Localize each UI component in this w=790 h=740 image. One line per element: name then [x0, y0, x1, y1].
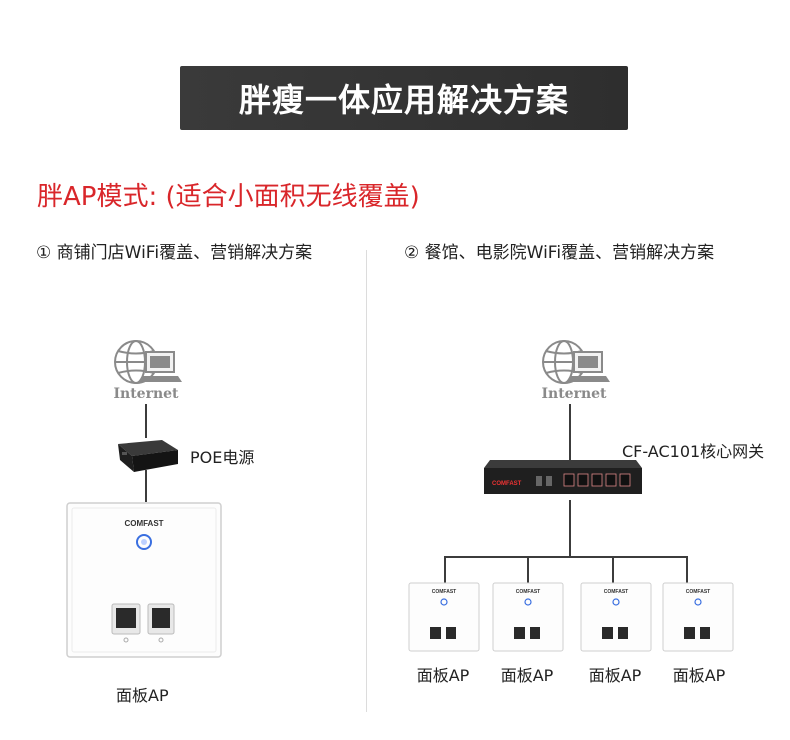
ap-brand: COMFAST: [604, 589, 628, 595]
internet-label: Internet: [541, 386, 607, 402]
ap-brand: COMFAST: [516, 589, 540, 595]
poe-label: POE电源: [190, 448, 255, 467]
link-bus-ap-1: [444, 556, 446, 584]
led-indicator-icon: [694, 598, 702, 606]
ap-brand: COMFAST: [432, 589, 456, 595]
mode-title: 胖AP模式: (适合小面积无线覆盖): [37, 182, 420, 212]
ethernet-port-icon: [602, 627, 613, 639]
phone-port-icon: [152, 608, 170, 628]
phone-port-icon: [700, 627, 710, 639]
link-bus-ap-4: [686, 556, 688, 584]
ap-label: 面板AP: [116, 686, 169, 705]
phone-port-icon: [446, 627, 456, 639]
gateway-router-icon: COMFAST: [484, 460, 642, 494]
panel-ap-device-2: COMFAST: [492, 582, 564, 652]
link-bus-ap-2: [527, 556, 529, 584]
internet-label: Internet: [113, 386, 179, 402]
phone-port-icon: [530, 627, 540, 639]
page-title: 胖瘦一体应用解决方案: [238, 81, 569, 119]
led-indicator-icon: [612, 598, 620, 606]
internet-icon: Internet: [113, 340, 182, 402]
scenario-1-title: ① 商铺门店WiFi覆盖、营销解决方案: [36, 243, 313, 263]
divider: [366, 250, 367, 712]
scenario-2-title: ② 餐馆、电影院WiFi覆盖、营销解决方案: [404, 243, 715, 263]
ethernet-port-icon: [684, 627, 695, 639]
ethernet-port-icon: [514, 627, 525, 639]
led-indicator-icon: [440, 598, 448, 606]
link-internet-poe: [145, 404, 147, 438]
link-gateway-bus: [569, 500, 571, 556]
gateway-brand: COMFAST: [492, 481, 522, 487]
link-bus-ap-3: [612, 556, 614, 584]
phone-port-icon: [618, 627, 628, 639]
led-indicator-icon: [136, 534, 152, 550]
title-banner: 胖瘦一体应用解决方案: [180, 66, 628, 130]
ap-label-1: 面板AP: [416, 666, 470, 685]
ap-brand: COMFAST: [686, 589, 710, 595]
poe-injector-icon: [118, 440, 178, 472]
gateway-label: CF-AC101核心网关: [622, 442, 765, 461]
distribution-bus: [444, 556, 688, 558]
ap-label-3: 面板AP: [588, 666, 642, 685]
panel-ap-device: COMFAST: [66, 502, 222, 658]
ap-label-2: 面板AP: [500, 666, 554, 685]
panel-ap-device-4: COMFAST: [662, 582, 734, 652]
ethernet-port-icon: [116, 608, 136, 628]
ap-brand: COMFAST: [124, 519, 163, 528]
led-indicator-icon: [524, 598, 532, 606]
panel-ap-device-3: COMFAST: [580, 582, 652, 652]
panel-ap-device-1: COMFAST: [408, 582, 480, 652]
link-poe-ap: [145, 470, 147, 502]
ethernet-port-icon: [430, 627, 441, 639]
internet-icon: Internet: [541, 340, 610, 402]
link-internet-gateway: [569, 404, 571, 460]
ap-label-4: 面板AP: [672, 666, 726, 685]
